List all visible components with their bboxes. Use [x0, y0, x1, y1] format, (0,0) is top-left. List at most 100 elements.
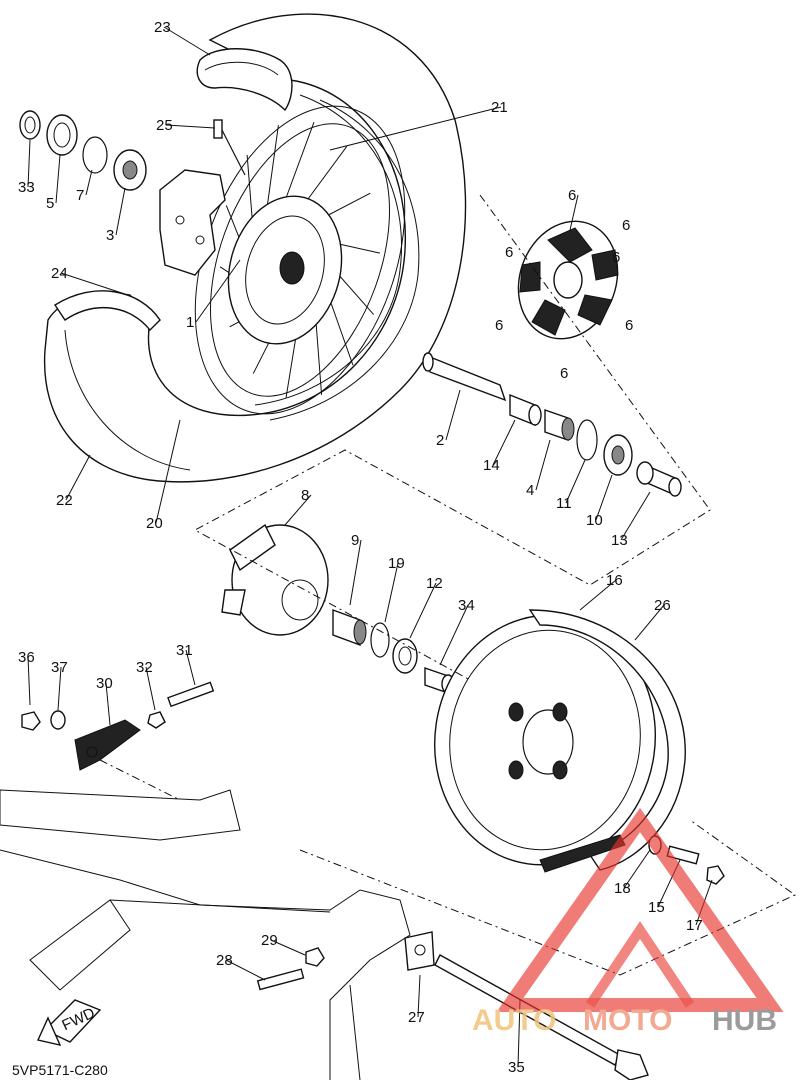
callout-label: 7: [76, 187, 84, 204]
callout-leader: [27, 139, 31, 188]
hub-dampers-6: [517, 220, 619, 340]
axle-2: [422, 352, 507, 402]
callout-label: 14: [483, 457, 500, 474]
watermark-hub: HUB: [712, 1004, 777, 1037]
callout-label: 6: [560, 365, 568, 382]
circlip-11: [576, 419, 598, 461]
collar-13: [636, 461, 682, 497]
callout-label: 21: [491, 99, 508, 116]
washer-37: [50, 710, 66, 730]
washer-33: [19, 110, 41, 140]
callout-leader: [105, 682, 111, 726]
diagram-code: 5VP5171-C280: [12, 1062, 108, 1078]
callout-label: 1: [186, 314, 194, 331]
callout-leader: [163, 26, 211, 56]
bearing-10: [603, 434, 633, 476]
assembly-dash-lines: [99, 194, 796, 976]
callout-label: 12: [426, 575, 443, 592]
callout-label: 5: [46, 195, 54, 212]
callout-label: 33: [18, 179, 35, 196]
brake-caliper-bracket: [159, 169, 226, 276]
callout-leader: [384, 562, 399, 623]
callout-label: 34: [458, 597, 475, 614]
callout-label: 37: [51, 659, 68, 676]
callout-label: 15: [648, 899, 665, 916]
oil-seal-12: [392, 638, 418, 674]
rim-band-20: [54, 290, 161, 332]
collar-14: [509, 393, 542, 427]
adjuster-plate-30: [74, 719, 141, 771]
callout-leader: [439, 604, 469, 666]
callout-label: 9: [351, 532, 359, 549]
callout-label: 18: [614, 880, 631, 897]
callout-label: 22: [56, 492, 73, 509]
callout-leader: [165, 124, 216, 129]
callout-label: 29: [261, 932, 278, 949]
callout-label: 3: [106, 227, 114, 244]
bearing-9: [332, 608, 367, 647]
swingarm: [0, 789, 411, 1080]
callout-leader: [145, 666, 156, 711]
callout-leader: [445, 389, 461, 441]
callout-leader: [27, 656, 31, 706]
callout-label: 6: [622, 217, 630, 234]
callout-label: 13: [611, 532, 628, 549]
callout-label: 8: [301, 487, 309, 504]
nut-17: [706, 865, 725, 885]
circlip-19: [370, 622, 390, 658]
watermark-auto: AUTO: [472, 1004, 556, 1037]
callout-label: 26: [654, 597, 671, 614]
callout-leader: [60, 272, 129, 296]
nut-29: [305, 947, 325, 967]
brake-disc-1: [227, 195, 343, 345]
callout-leader: [195, 259, 241, 323]
callout-leader: [284, 494, 312, 526]
callout-leader: [409, 582, 437, 639]
callout-label: 24: [51, 265, 68, 282]
driven-flange-8: [221, 523, 329, 636]
callout-leader: [349, 539, 362, 606]
bolt-28: [256, 968, 305, 991]
adjuster-27: [404, 931, 435, 971]
nut-36: [21, 711, 41, 731]
callout-leader: [417, 974, 421, 1018]
callout-label: 36: [18, 649, 35, 666]
callout-leader: [329, 106, 502, 151]
callout-leader: [185, 649, 196, 686]
callout-leader: [579, 579, 617, 611]
callout-label: 6: [625, 317, 633, 334]
callout-label: 6: [568, 187, 576, 204]
valve-25: [213, 119, 246, 176]
callout-leader: [57, 666, 62, 711]
callout-label: 11: [556, 495, 572, 512]
callout-label: 4: [526, 482, 534, 499]
bearing-3: [113, 149, 147, 191]
callout-leader: [270, 939, 306, 956]
callout-leader: [65, 454, 91, 501]
callout-label: 32: [136, 659, 153, 676]
callout-leader: [155, 419, 181, 524]
callout-label: 27: [408, 1009, 425, 1026]
callout-leader: [492, 419, 516, 466]
callout-label: 17: [686, 917, 703, 934]
callout-label: 23: [154, 19, 171, 36]
callout-label: 6: [505, 244, 513, 261]
callout-label: 16: [606, 572, 623, 589]
fwd-arrow: FWD: [37, 999, 102, 1046]
callout-label: 19: [388, 555, 405, 572]
callout-label: 2: [436, 432, 444, 449]
oil-seal-5: [46, 114, 78, 156]
callout-leader: [620, 491, 651, 541]
nut-32: [147, 711, 166, 729]
callout-label: 25: [156, 117, 173, 134]
callout-leader: [535, 439, 551, 491]
callout-leader: [565, 459, 586, 504]
callout-label: 20: [146, 515, 163, 532]
callout-leader: [623, 849, 651, 889]
callout-leader: [115, 187, 126, 236]
callout-label: 10: [586, 512, 603, 529]
callout-label: 30: [96, 675, 113, 692]
